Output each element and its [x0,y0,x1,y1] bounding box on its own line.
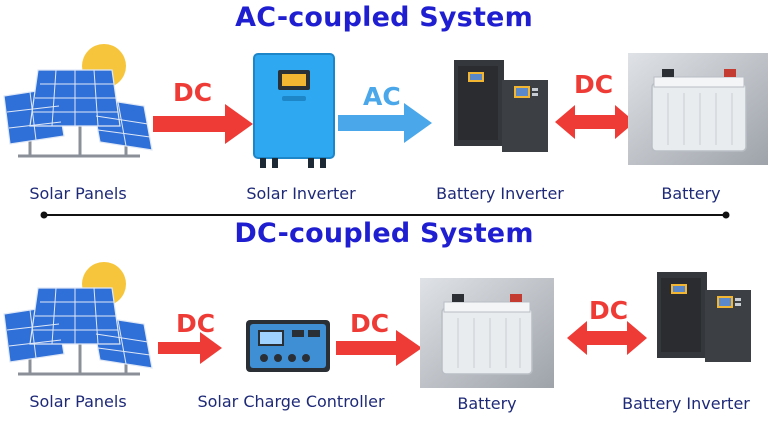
dc-flow-dc-label-2: DC [350,309,390,338]
dc-label-battery-inverter: Battery Inverter [622,394,750,413]
battery-inverter-icon [454,60,548,152]
dc-flow-dc-label-1: DC [176,309,216,338]
dc-flow-dc-bidir-label: DC [589,296,629,325]
solar-inverter-icon [253,53,335,168]
battery-icon [628,53,768,165]
ac-label-solar-panels: Solar Panels [29,184,127,203]
ac-flow-ac-label: AC [363,82,401,111]
section-divider [40,211,730,219]
ac-flow-dc-arrow [153,104,253,144]
dc-flow-dc-arrow-2 [336,330,422,366]
dc-section-title: DC-coupled System [234,218,534,249]
ac-flow-dc-bidir-label: DC [574,70,614,99]
ac-section-title: AC-coupled System [235,2,533,33]
charge-controller-icon [246,320,330,372]
dc-label-solar-panels: Solar Panels [29,392,127,411]
dc-flow-dc-bidir-arrow [567,321,647,355]
ac-flow-dc-bidir-arrow [555,105,635,139]
ac-flow-ac-arrow [338,103,432,143]
ac-flow-dc-label: DC [173,78,213,107]
solar-panels-icon [3,44,153,158]
dc-label-solar-charge-controller: Solar Charge Controller [197,392,385,411]
battery-inverter-icon [657,272,751,362]
ac-label-battery: Battery [661,184,721,203]
ac-label-battery-inverter: Battery Inverter [436,184,564,203]
battery-icon [420,278,554,388]
dc-flow-dc-arrow-1 [158,332,222,364]
solar-panels-icon [3,262,153,376]
ac-label-solar-inverter: Solar Inverter [246,184,356,203]
dc-label-battery: Battery [457,394,517,413]
